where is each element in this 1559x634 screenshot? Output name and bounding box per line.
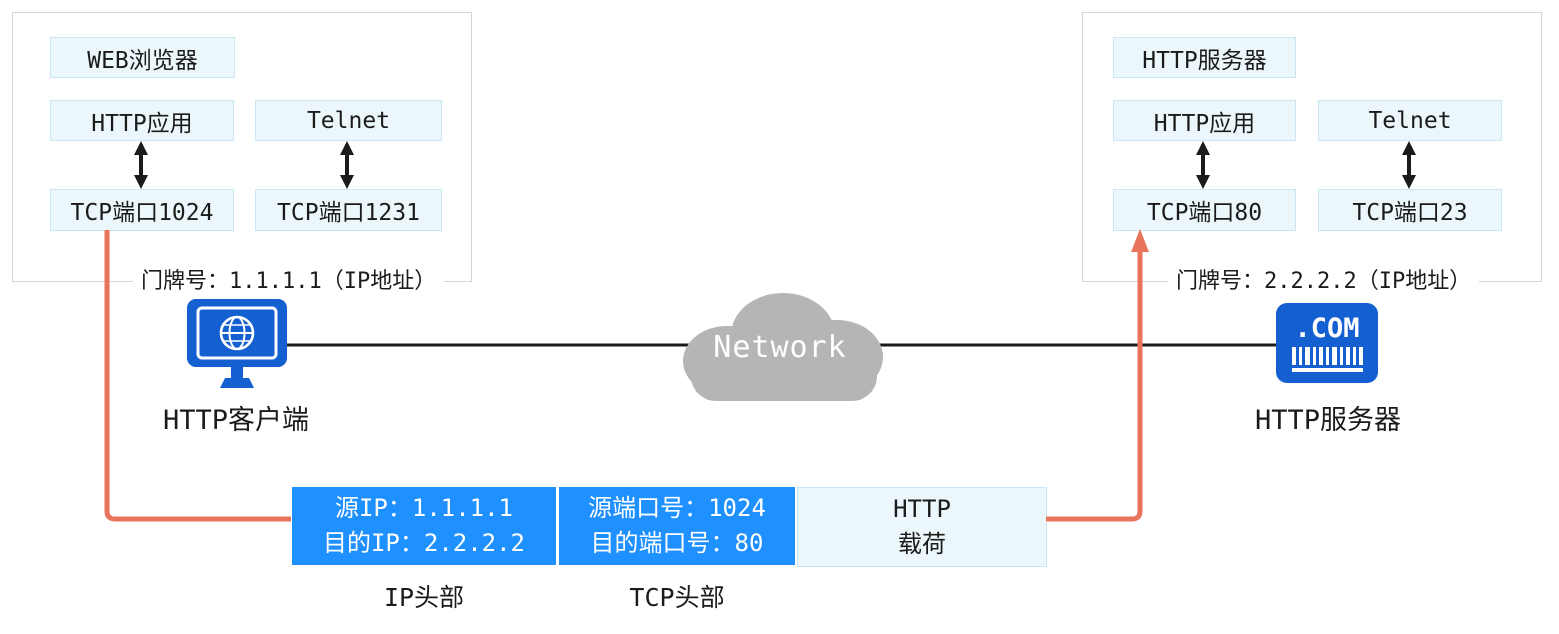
server-http-server-box: HTTP服务器	[1113, 37, 1296, 78]
server-tcp-port-80-label: TCP端口80	[1146, 200, 1263, 226]
client-tcp-port-1024-label: TCP端口1024	[70, 200, 214, 226]
client-computer-icon	[186, 298, 288, 390]
cloud-icon	[683, 293, 883, 401]
server-telnet-label: Telnet	[1368, 107, 1452, 134]
packet-tcp-header: 源端口号：1024 目的端口号：80	[559, 487, 795, 565]
server-ip-address-label: 门牌号：2.2.2.2（IP地址）	[1168, 261, 1480, 297]
network-cloud-label: Network	[713, 329, 847, 365]
server-com-icon-svg: .COM	[1276, 303, 1378, 383]
client-http-app-box: HTTP应用	[50, 100, 234, 141]
server-telnet-box: Telnet	[1318, 100, 1502, 141]
client-tcp-port-1231-box: TCP端口1231	[255, 189, 442, 231]
client-tcp-port-1231-label: TCP端口1231	[277, 200, 420, 226]
packet-http-payload: HTTP 载荷	[797, 487, 1047, 567]
client-http-app-label: HTTP应用	[91, 110, 193, 137]
server-icon-label: HTTP服务器	[1254, 405, 1402, 436]
client-ip-address-label: 门牌号：1.1.1.1（IP地址）	[133, 261, 445, 297]
client-telnet-label: Telnet	[306, 107, 391, 134]
client-computer-icon-svg	[187, 299, 287, 388]
server-flow-line	[1046, 249, 1143, 522]
server-tcp-port-80-box: TCP端口80	[1113, 189, 1296, 231]
server-http-app-label: HTTP应用	[1153, 110, 1256, 137]
server-icon-com-text: .COM	[1294, 313, 1359, 344]
tcp-header-caption: TCP头部	[629, 583, 725, 612]
client-telnet-box: Telnet	[255, 100, 442, 141]
server-tcp-port-23-box: TCP端口23	[1318, 189, 1502, 231]
client-web-browser-box: WEB浏览器	[50, 37, 235, 78]
ip-header-caption: IP头部	[383, 583, 465, 612]
packet-tcp-dst-port: 目的端口号：80	[590, 529, 764, 557]
server-tcp-port-23-label: TCP端口23	[1352, 200, 1468, 226]
client-web-browser-label: WEB浏览器	[87, 47, 198, 74]
server-com-icon: .COM	[1276, 303, 1378, 387]
packet-ip-header: 源IP：1.1.1.1 目的IP：2.2.2.2	[292, 487, 556, 565]
client-tcp-port-1024-box: TCP端口1024	[50, 189, 234, 231]
server-http-app-box: HTTP应用	[1113, 100, 1296, 141]
barcode-icon	[1292, 347, 1363, 372]
packet-ip-src: 源IP：1.1.1.1	[334, 494, 514, 523]
client-icon-label: HTTP客户端	[162, 405, 310, 436]
packet-payload-line2: 载荷	[898, 530, 946, 558]
packet-payload-line1: HTTP	[893, 495, 951, 524]
server-http-server-label: HTTP服务器	[1142, 47, 1267, 74]
network-cloud: Network	[665, 283, 895, 405]
packet-tcp-src-port: 源端口号：1024	[588, 494, 766, 523]
packet-ip-dst: 目的IP：2.2.2.2	[322, 529, 526, 557]
